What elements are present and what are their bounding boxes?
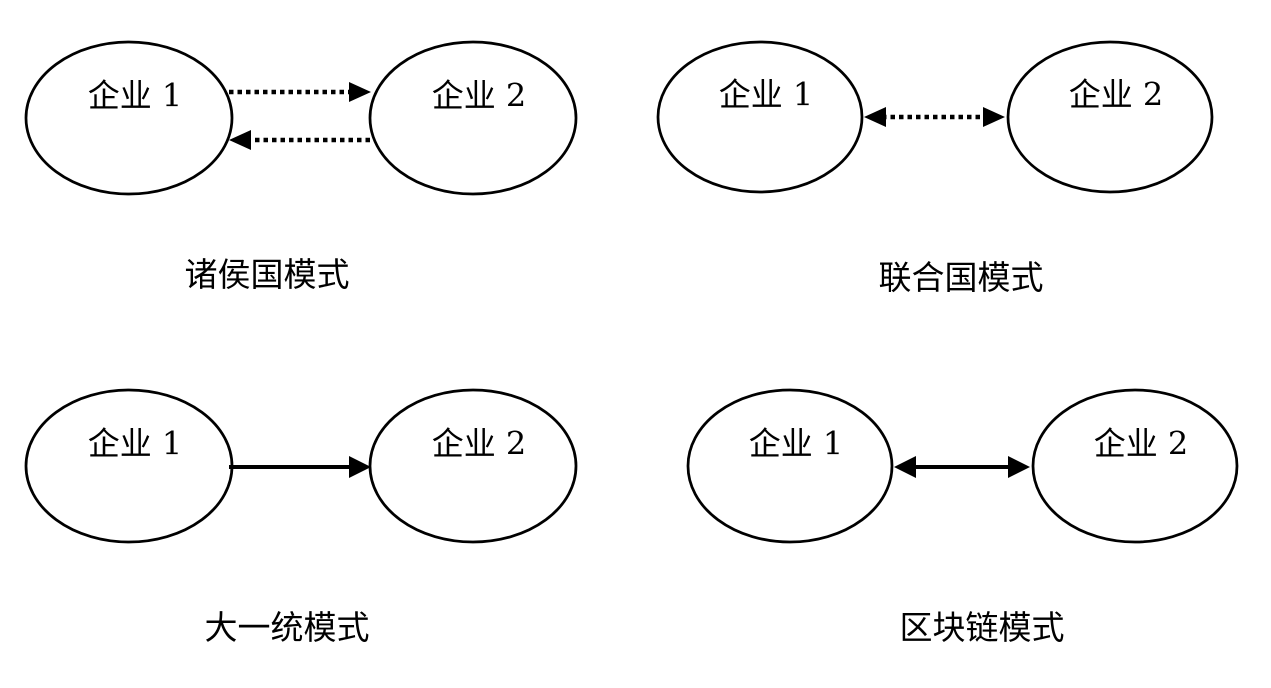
panel-caption: 大一统模式 [205, 608, 370, 647]
arrow-head-left-icon [894, 456, 916, 478]
node-label-enterprise2: 企业 2 [432, 77, 527, 115]
arrow-head-right-icon [349, 456, 371, 478]
node-label-enterprise2: 企业 2 [1094, 425, 1189, 463]
node-ellipse-enterprise1 [24, 388, 234, 544]
arrow-head-left-icon [864, 107, 886, 127]
node-label-enterprise1: 企业 1 [88, 425, 183, 463]
panel-2-united-nations-model: 企业 1 企业 2 联合国模式 [656, 40, 1214, 297]
panel-1-feudal-states-model: 企业 1 企业 2 诸侯国模式 [24, 40, 578, 294]
panel-caption: 诸侯国模式 [185, 255, 350, 294]
panel-caption: 联合国模式 [879, 258, 1044, 297]
arrow-head-left-icon [229, 130, 251, 150]
node-ellipse-enterprise2 [368, 388, 578, 544]
node-ellipse-enterprise2 [1006, 40, 1214, 194]
arrow-head-right-icon [983, 107, 1005, 127]
node-label-enterprise1: 企业 1 [88, 77, 183, 115]
arrow-head-right-icon [349, 82, 371, 102]
node-label-enterprise1: 企业 1 [749, 425, 844, 463]
node-label-enterprise2: 企业 2 [1069, 76, 1164, 114]
node-ellipse-enterprise1 [24, 40, 234, 196]
node-ellipse-enterprise1 [656, 40, 864, 194]
panel-3-grand-unification-model: 企业 1 企业 2 大一统模式 [24, 388, 578, 647]
panel-4-blockchain-model: 企业 1 企业 2 区块链模式 [686, 388, 1239, 647]
panel-caption: 区块链模式 [900, 608, 1065, 647]
node-ellipse-enterprise2 [368, 40, 578, 196]
arrow-head-right-icon [1008, 456, 1030, 478]
node-label-enterprise1: 企业 1 [719, 76, 814, 114]
node-ellipse-enterprise1 [686, 388, 894, 544]
node-label-enterprise2: 企业 2 [432, 425, 527, 463]
node-ellipse-enterprise2 [1031, 388, 1239, 544]
